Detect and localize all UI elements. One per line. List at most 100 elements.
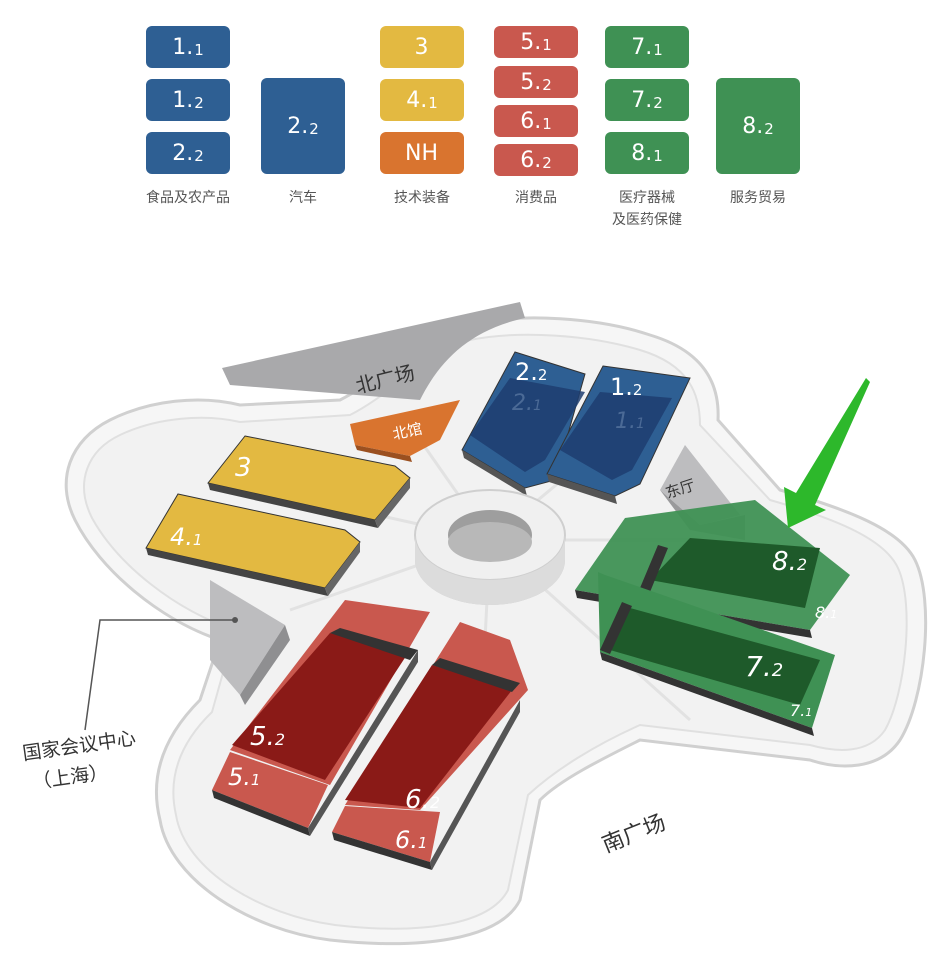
hall-1-1-label: 1.1 <box>615 409 645 434</box>
north-plaza <box>222 302 525 400</box>
pointer-arrow <box>784 378 870 528</box>
legend-hall-main: 6. <box>520 147 542 173</box>
hall-5-1-label: 5.1 <box>228 763 260 791</box>
hall-6-1-label: 6.1 <box>395 826 427 854</box>
north-hall-side <box>355 445 412 462</box>
legend-caption-auto: 汽车 <box>289 190 317 206</box>
legend-hall-sub: 1 <box>653 41 663 59</box>
legend-hall-sub: 1 <box>428 94 438 112</box>
legend-hall-sub: 1 <box>542 115 552 133</box>
legend-hall-sub: 2 <box>542 154 552 172</box>
hall-1-side <box>547 474 617 504</box>
hall-5-side <box>212 790 310 836</box>
hall-5-edge <box>308 650 418 836</box>
hall-3-edge <box>375 478 410 528</box>
legend-caption-medical-line2: 及医药保健 <box>612 212 682 228</box>
legend-hall-main: 5. <box>520 69 542 95</box>
legend-hall-6-1: 6.1 <box>494 105 578 137</box>
legend-hall-1-1: 1.1 <box>146 26 230 68</box>
legend-hall-main: 8. <box>742 113 764 139</box>
legend-caption-medical: 医疗器械 及医药保健 <box>587 187 707 231</box>
legend-hall-1-2: 1.2 <box>146 79 230 121</box>
legend-hall-4-1: 4.1 <box>380 79 464 121</box>
legend-hall-2-2-food: 2.2 <box>146 132 230 174</box>
legend-caption-medical-line1: 医疗器械 <box>619 190 675 206</box>
center-ring-hole-inner <box>448 522 532 562</box>
legend-hall-main: 2. <box>172 140 194 166</box>
legend-hall-7-1: 7.1 <box>605 26 689 68</box>
legend-hall-main: 4. <box>406 87 428 113</box>
legend-hall-main: 5. <box>520 29 542 55</box>
conference-center-label-line1: 国家会议中心 <box>21 727 137 765</box>
legend-hall-2-2-auto: 2.2 <box>261 78 345 174</box>
legend-hall-sub: 2 <box>653 94 663 112</box>
conference-center-block <box>210 580 285 695</box>
hall-7-1-label: 7.1 <box>790 701 812 720</box>
legend-caption-consumer: 消费品 <box>515 190 557 206</box>
legend-hall-main: NH <box>405 140 438 166</box>
legend-hall-main: 3 <box>414 34 429 60</box>
hall-6-2-label: 6.2 <box>405 785 440 815</box>
hall-6-side <box>332 832 432 870</box>
legend-hall-main: 7. <box>631 87 653 113</box>
hall-7-side <box>600 652 814 736</box>
hall-7-2-label: 7.2 <box>745 650 783 683</box>
legend-hall-main: 2. <box>287 113 309 139</box>
hall-6-edge <box>430 700 520 870</box>
hall-2-2-label: 2.2 <box>515 358 547 386</box>
hall-1-2-label: 1.2 <box>610 373 642 401</box>
legend-hall-8-2: 8.2 <box>716 78 800 174</box>
legend-hall-sub: 1 <box>194 41 204 59</box>
legend-hall-7-2: 7.2 <box>605 79 689 121</box>
legend-hall-main: 1. <box>172 87 194 113</box>
south-plaza-label: 南广场 <box>599 810 670 858</box>
legend-hall-main: 7. <box>631 34 653 60</box>
hall-4-1-side <box>146 548 328 596</box>
legend-caption-tech: 技术装备 <box>394 190 450 206</box>
legend-hall-sub: 1 <box>542 36 552 54</box>
legend-hall-sub: 2 <box>194 147 204 165</box>
hall-2-1-label: 2.1 <box>512 391 542 416</box>
hall-5-inner <box>232 633 410 780</box>
legend-hall-5-1: 5.1 <box>494 26 578 58</box>
hall-6-1 <box>332 806 440 862</box>
hall-2-side <box>462 450 527 496</box>
north-hall <box>350 400 460 456</box>
hall-8-2-label: 8.2 <box>772 547 807 577</box>
hall-4-1-label: 4.1 <box>170 523 202 551</box>
center-ring-wall <box>415 535 565 605</box>
conference-center-leader <box>84 619 235 731</box>
legend-hall-sub: 2 <box>764 120 774 138</box>
hall-8-inner <box>650 538 820 608</box>
legend-hall-main: 8. <box>631 140 653 166</box>
legend-caption-food: 食品及农产品 <box>146 190 230 206</box>
legend-hall-6-2: 6.2 <box>494 144 578 176</box>
hall-4-1-edge <box>325 542 360 596</box>
hall-8-divider <box>640 545 668 592</box>
legend-hall-sub: 2 <box>542 76 552 94</box>
hall-5-1 <box>212 752 328 828</box>
legend-hall-nh: NH <box>380 132 464 174</box>
hall-1-1 <box>560 392 672 480</box>
hall-8-1-label: 8.1 <box>815 603 837 622</box>
hall-3-label: 3 <box>235 453 252 483</box>
conference-center-shade <box>240 625 290 705</box>
legend-hall-sub: 2 <box>309 120 319 138</box>
north-hall-label: 北馆 <box>391 420 424 444</box>
legend-hall-8-1: 8.1 <box>605 132 689 174</box>
legend-hall-5-2: 5.2 <box>494 66 578 98</box>
hall-2-1 <box>470 378 585 472</box>
legend-hall-3: 3 <box>380 26 464 68</box>
hall-7-divider <box>600 602 632 654</box>
hall-5-2-label: 5.2 <box>250 722 285 752</box>
legend-caption-service: 服务贸易 <box>730 190 786 206</box>
hall-5-divider <box>330 628 418 660</box>
hall-3-side <box>208 483 378 528</box>
legend-hall-main: 6. <box>520 108 542 134</box>
legend-hall-main: 1. <box>172 34 194 60</box>
hall-7-inner <box>610 608 820 705</box>
hall-6-inner <box>345 665 512 808</box>
conference-center-label-line2: （上海） <box>31 761 109 793</box>
hall-6-divider <box>432 658 520 692</box>
